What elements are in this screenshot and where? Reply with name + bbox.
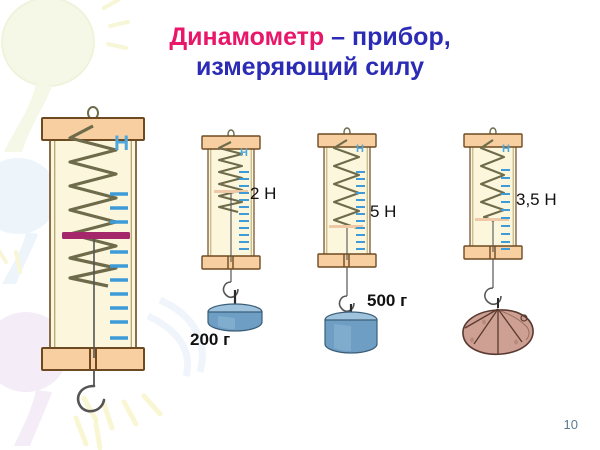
hook-5n [338, 295, 355, 312]
pointer-bar-5n [329, 225, 363, 228]
force-label-35n: 3,5 Н [516, 190, 557, 209]
scale-ticks-35n [501, 169, 510, 250]
pointer-bar-35n [475, 218, 509, 221]
dynamometer-2n: Н [190, 129, 276, 349]
pointer-bar-2n [214, 190, 248, 193]
mass-label-500g: 500 г [367, 291, 408, 310]
spring-5n [332, 139, 361, 229]
rock-object [462, 308, 534, 356]
force-label-2n: 2 Н [250, 184, 277, 203]
weight-500g [324, 311, 378, 354]
dynamometer-large: Н [28, 106, 158, 413]
weight-200g [207, 303, 263, 332]
pointer-bar-large [62, 232, 130, 239]
unit-letter-large: Н [114, 132, 129, 155]
unit-letter-35n: Н [502, 143, 510, 155]
unit-letter-5n: Н [356, 143, 364, 155]
scale-ticks-2n [239, 171, 249, 250]
title-highlight-word: Динамометр [169, 23, 325, 51]
hook-large [76, 384, 106, 413]
scale-ticks-5n [356, 171, 365, 250]
title-rest-line1: – прибор, [324, 23, 451, 51]
dynamometer-5n: Н [312, 127, 407, 358]
spring-35n [479, 139, 506, 222]
hook-2n [222, 281, 239, 298]
scale-ticks-large [110, 192, 128, 340]
page-title: Динамометр – прибор, измеряющий силу [110, 22, 510, 82]
page-number: 10 [563, 417, 578, 432]
mass-label-200g: 200 г [190, 330, 231, 349]
dynamometer-35n: Н [458, 127, 557, 358]
force-label-5n: 5 Н [370, 202, 397, 221]
title-line2: измеряющий силу [196, 53, 424, 81]
hook-35n [484, 287, 502, 305]
spring-large [68, 124, 118, 288]
unit-letter-2n: Н [240, 147, 248, 159]
